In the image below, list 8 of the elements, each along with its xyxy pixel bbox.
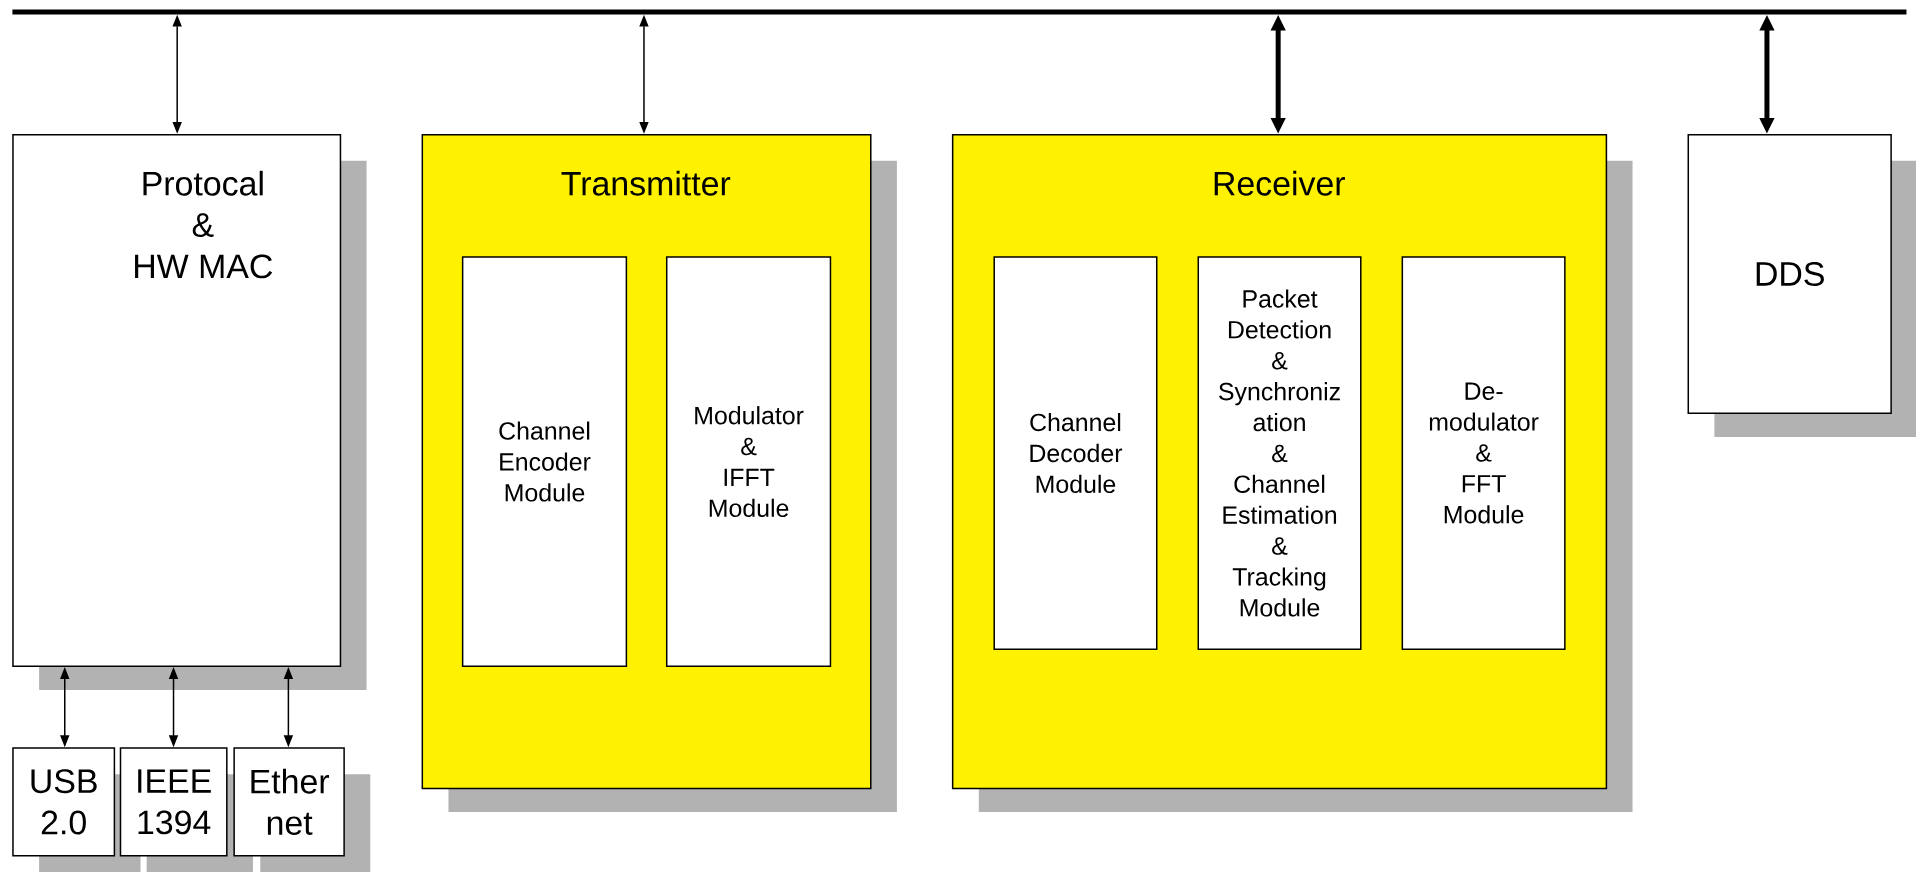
module-box: De- modulator & FFT Module [1401,256,1566,650]
module-box: Packet Detection & Synchroniz ation & Channel Estimation & Tracking Module [1197,256,1362,650]
module-box: Channel Decoder Module [993,256,1158,650]
block-box: DDS [1687,133,1916,437]
block-box: Ether net [233,747,371,872]
block-box: Protocal & HW MAC [12,133,367,690]
module-box: Modulator & IFFT Module [665,256,832,667]
module-box: Channel Encoder Module [461,256,628,667]
